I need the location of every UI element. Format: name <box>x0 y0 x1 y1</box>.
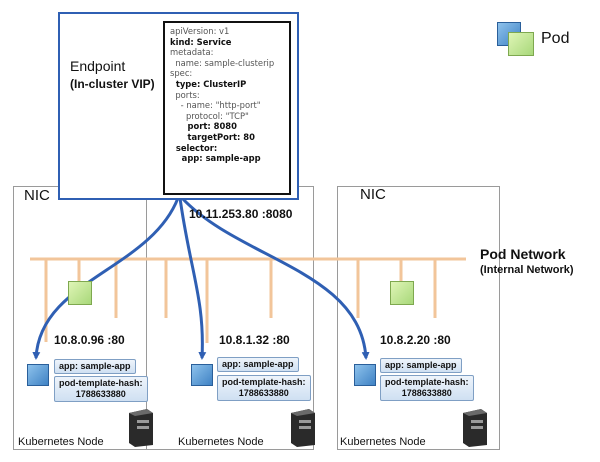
pod-network-subtitle: (Internal Network) <box>480 264 574 276</box>
server-icon <box>129 409 153 447</box>
service-arrows <box>32 196 370 360</box>
green-pod-1 <box>68 281 92 305</box>
pod-network-title: Pod Network <box>480 246 566 262</box>
node-3-label-app: app: sample-app <box>380 358 462 373</box>
arrow-to-pod-1 <box>32 197 180 360</box>
node-3-nic-label: NIC <box>360 186 386 203</box>
yaml-line: name: sample-clusterip <box>170 57 275 68</box>
kubernetes-node-2 <box>146 186 314 450</box>
node-2-pod <box>191 364 213 386</box>
yaml-line: port: 8080 <box>170 121 237 132</box>
node-3-pod-ip: 10.8.2.20 :80 <box>380 333 451 347</box>
service-ip-label: 10.11.253.80 :8080 <box>189 207 293 221</box>
node-1-nic-label: NIC <box>24 187 50 204</box>
server-icon <box>463 409 487 447</box>
node-1-label-hash: pod-template-hash: 1788633880 <box>54 376 148 402</box>
endpoint-title: Endpoint <box>70 58 126 74</box>
legend-pod-label: Pod <box>541 30 570 47</box>
yaml-line: ports: <box>170 89 200 100</box>
yaml-line: selector: <box>170 142 218 153</box>
node-2-title: Kubernetes Node <box>178 436 264 448</box>
yaml-line: protocol: "TCP" <box>170 110 249 121</box>
yaml-line: targetPort: 80 <box>170 131 255 142</box>
endpoint-subtitle: (In-cluster VIP) <box>70 77 155 91</box>
node-3-label-hash: pod-template-hash: 1788633880 <box>380 375 474 401</box>
node-2-label-app: app: sample-app <box>217 357 299 372</box>
node-1-title: Kubernetes Node <box>18 436 104 448</box>
node-1-pod <box>27 364 49 386</box>
arrow-to-pod-3 <box>180 196 370 360</box>
legend-pod-green <box>508 32 534 56</box>
node-3-label-hash-key: pod-template-hash: <box>385 377 469 387</box>
pod-network-bus <box>30 257 466 343</box>
node-2-pod-ip: 10.8.1.32 :80 <box>219 333 290 347</box>
green-pod-2 <box>390 281 414 305</box>
node-3-label-hash-val: 1788633880 <box>401 388 452 398</box>
node-1-label-app: app: sample-app <box>54 359 136 374</box>
node-1-label-hash-val: 1788633880 <box>75 389 126 399</box>
node-1-label-hash-key: pod-template-hash: <box>59 378 143 388</box>
server-icon <box>291 409 315 447</box>
node-3-title: Kubernetes Node <box>340 436 426 448</box>
node-2-label-hash: pod-template-hash: 1788633880 <box>217 375 311 401</box>
node-2-label-hash-val: 1788633880 <box>238 388 289 398</box>
arrow-to-pod-2 <box>178 197 207 360</box>
node-1-pod-ip: 10.8.0.96 :80 <box>54 333 125 347</box>
yaml-line: metadata: <box>170 47 214 58</box>
endpoint-box: Endpoint (In-cluster VIP) apiVersion: v1… <box>58 12 299 200</box>
yaml-line: type: ClusterIP <box>170 78 247 89</box>
yaml-line: - name: "http-port" <box>170 100 261 111</box>
kubernetes-node-3 <box>337 186 500 450</box>
yaml-line: apiVersion: v1 <box>170 26 230 36</box>
yaml-line: app: sample-app <box>170 153 261 164</box>
kubernetes-node-1 <box>13 186 148 450</box>
node-2-label-hash-key: pod-template-hash: <box>222 377 306 387</box>
node-3-pod <box>354 364 376 386</box>
yaml-line: kind: Service <box>170 36 232 47</box>
yaml-line: spec: <box>170 68 193 79</box>
